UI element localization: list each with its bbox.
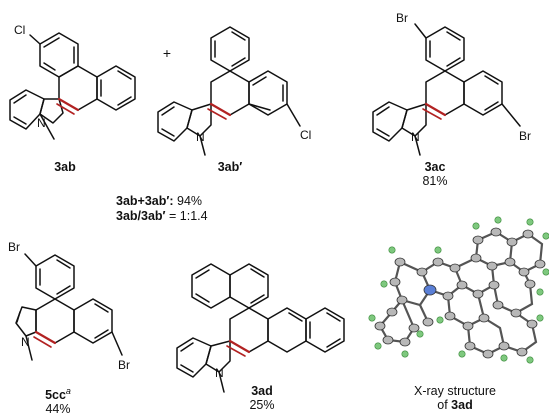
label-5cc: 5cc [45, 388, 66, 403]
structure-3ab [9, 32, 136, 140]
atom-n-5cc: N [21, 335, 30, 349]
label-3ab: 3ab [54, 160, 76, 174]
xray-caption: X-ray structure of 3ad [395, 384, 515, 412]
yield-3ac: 81% [422, 174, 448, 188]
atom-n-3abp: N [196, 130, 205, 144]
label-3ac: 3ac [424, 160, 446, 174]
atom-n-3ac: N [411, 130, 420, 144]
label-3ab-prime: 3ab′ [217, 160, 243, 174]
atom-n-3ad: N [215, 366, 224, 380]
group-3ad: 3ad 25% [237, 384, 287, 412]
atom-br1-3ac: Br [396, 11, 408, 25]
yield-3ad: 25% [249, 398, 275, 412]
group-3ac: 3ac 81% [410, 160, 460, 188]
label-3ad: 3ad [251, 384, 273, 398]
atom-br2-5cc: Br [118, 358, 130, 372]
xray-caption-line-2: of 3ad [437, 398, 473, 412]
structure-3ab-prime [157, 26, 301, 156]
footnote-a: a [65, 386, 71, 396]
atom-br2-3ac: Br [519, 129, 531, 143]
atom-br1-5cc: Br [8, 240, 20, 254]
structure-3ad [176, 263, 345, 393]
summary-line-2: 3ab/3ab′ = 1:1.4 [116, 209, 208, 223]
yield-5cc: 44% [45, 402, 71, 416]
xray-caption-line-1: X-ray structure [414, 384, 496, 398]
group-5cc: 5cca 44% [28, 384, 88, 416]
summary-line-1: 3ab+3ab′: 94% [116, 194, 203, 208]
structure-3ac [372, 23, 521, 156]
yield-summary: 3ab+3ab′: 94% 3ab/3ab′ = 1:1.4 [116, 194, 208, 224]
structure-5cc [15, 253, 123, 361]
atom-cl-3ab: Cl [14, 23, 25, 37]
xray-structure [368, 216, 549, 364]
atom-n-3ab: N [37, 116, 46, 130]
atom-cl-3abp: Cl [300, 128, 311, 142]
plus-sign: + [162, 45, 172, 61]
